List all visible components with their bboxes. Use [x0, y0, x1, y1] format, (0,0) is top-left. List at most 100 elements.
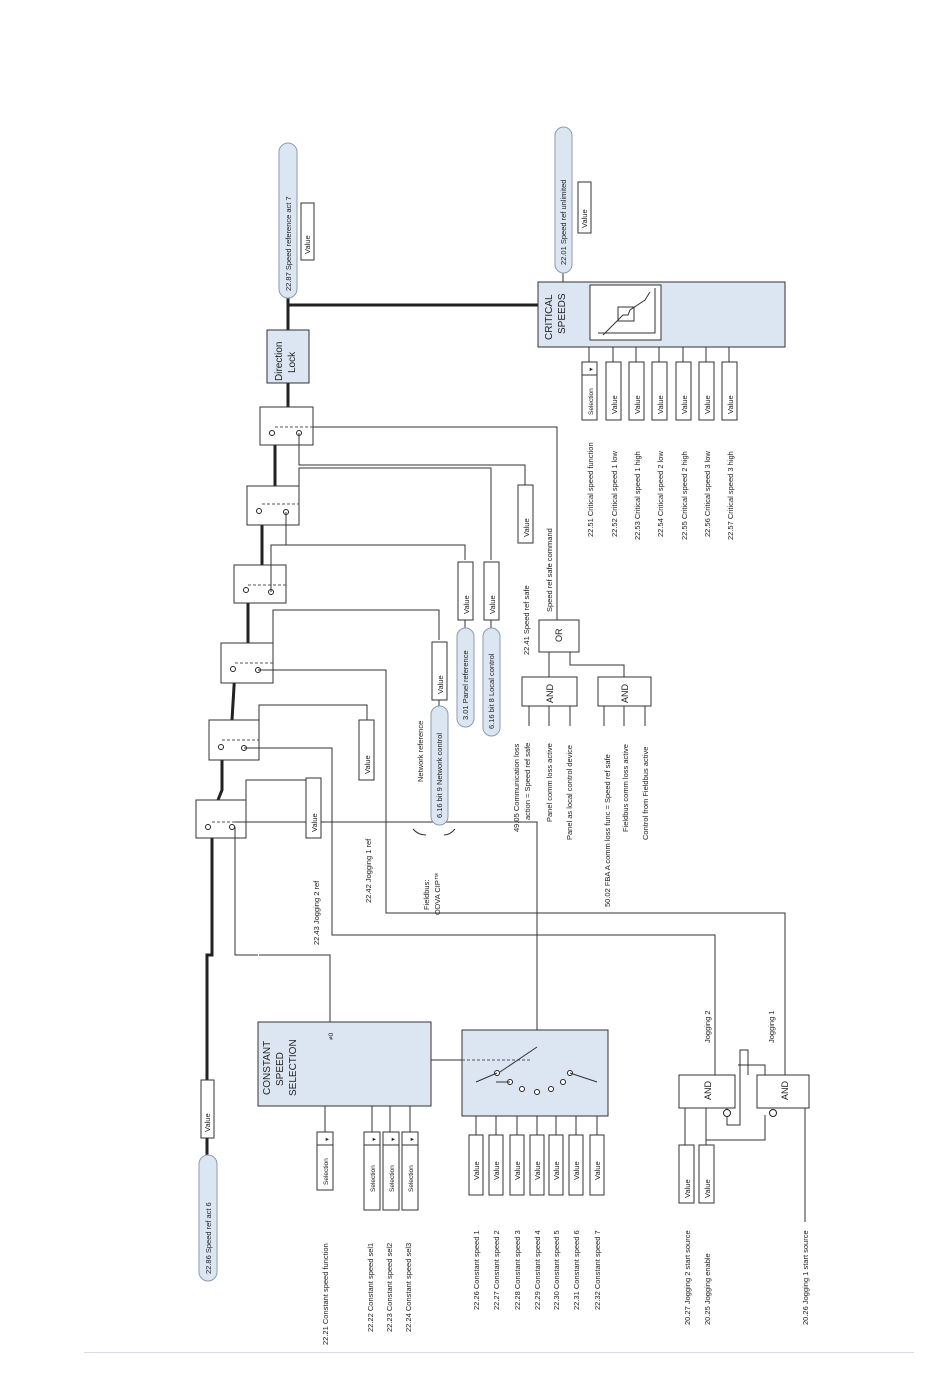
svg-text:22.27 Constant speed 2: 22.27 Constant speed 2 — [492, 1230, 501, 1310]
constant-speed-multiplexer — [461, 1029, 609, 1117]
svg-text:SELECTION: SELECTION — [288, 1039, 299, 1096]
svg-text:Selection: Selection — [370, 1165, 377, 1192]
svg-text:AND: AND — [703, 1080, 713, 1100]
svg-text:OR: OR — [554, 628, 564, 642]
jogging1-label: Jogging 1 — [767, 1010, 776, 1043]
svg-text:Value: Value — [310, 813, 319, 832]
svg-text:22.31 Constant speed 6: 22.31 Constant speed 6 — [572, 1230, 581, 1310]
jogging2-and-gate: AND — [678, 1074, 736, 1117]
odva-label: ODVA CIP™ — [433, 873, 442, 915]
switch-panel — [233, 564, 287, 604]
footer-divider — [84, 1352, 914, 1353]
svg-text:Value: Value — [513, 1161, 522, 1180]
switch-jog1 — [208, 719, 260, 761]
fieldbus-safe-and-gate: AND — [597, 676, 652, 707]
svg-text:AND: AND — [545, 683, 555, 703]
svg-text:Direction: Direction — [274, 342, 285, 381]
jog2-ref-label: 22.43 Jogging 2 ref — [312, 880, 321, 945]
svg-text:SPEED: SPEED — [275, 1052, 286, 1086]
svg-text:22.54 Critical speed 2 low: 22.54 Critical speed 2 low — [656, 451, 665, 537]
svg-text:20.26 Jogging 1 start source: 20.26 Jogging 1 start source — [801, 1230, 810, 1325]
svg-text:3.01 Panel reference: 3.01 Panel reference — [461, 650, 470, 720]
svg-text:▾: ▾ — [371, 1137, 378, 1141]
svg-text:Value: Value — [580, 209, 589, 228]
speed-ref-act6-pill: 22.86 Speed ref act 6 — [198, 1154, 218, 1282]
panel-safe-and-gate: AND — [521, 676, 578, 707]
svg-text:22.86 Speed ref act 6: 22.86 Speed ref act 6 — [204, 1202, 213, 1274]
svg-text:22.22 Constant speed sel1: 22.22 Constant speed sel1 — [366, 1243, 375, 1332]
svg-text:Panel as local control device: Panel as local control device — [565, 745, 574, 840]
svg-text:Value: Value — [462, 595, 471, 614]
svg-text:Value: Value — [683, 1179, 692, 1198]
svg-text:22.26 Constant speed 1: 22.26 Constant speed 1 — [472, 1230, 481, 1310]
svg-text:▾: ▾ — [588, 367, 595, 371]
svg-text:Value: Value — [656, 395, 665, 414]
svg-text:Value: Value — [593, 1161, 602, 1180]
svg-text:20.25 Jogging enable: 20.25 Jogging enable — [703, 1253, 712, 1325]
critical-speed-function-selector[interactable]: ▾ Selection — [581, 361, 598, 421]
svg-text:Value: Value — [610, 395, 619, 414]
speed-reference-act7-value: Value — [300, 202, 315, 261]
speed-ref-act6-value: Value — [200, 1079, 215, 1139]
jog1-ref-value: Value — [358, 719, 375, 781]
svg-text:22.23 Constant speed sel2: 22.23 Constant speed sel2 — [385, 1243, 394, 1332]
speed-ref-unlimited-pill: 22.01 Speed ref unlimited — [554, 126, 573, 274]
speed-ref-safe-label: 22.41 Speed ref safe — [522, 585, 531, 655]
jog2-ref-value: Value — [305, 777, 322, 839]
svg-text:Selection: Selection — [408, 1165, 415, 1192]
jog-enable-value: Value — [698, 1144, 715, 1204]
constant-speed-function-selector[interactable]: ▾ Selection — [316, 1131, 334, 1191]
svg-text:Panel comm loss active: Panel comm loss active — [545, 743, 554, 822]
svg-text:22.53 Critical speed 1 high: 22.53 Critical speed 1 high — [633, 451, 642, 540]
svg-text:Value: Value — [552, 1161, 561, 1180]
svg-text:Value: Value — [633, 395, 642, 414]
critical-speed-graph-icon — [589, 284, 662, 341]
svg-text:Value: Value — [488, 595, 497, 614]
switch-jog2 — [195, 799, 247, 839]
svg-text:▾: ▾ — [324, 1137, 331, 1141]
switch-network — [220, 642, 274, 684]
jog1-ref-label: 22.42 Jogging 1 ref — [364, 838, 373, 903]
svg-text:22.57 Critical speed 3 high: 22.57 Critical speed 3 high — [726, 451, 735, 540]
or-gate: OR — [538, 619, 580, 653]
svg-text:22.56 Critical speed 3 low: 22.56 Critical speed 3 low — [703, 451, 712, 537]
jogging1-and-gate: AND — [756, 1074, 810, 1117]
wiring — [234, 347, 806, 1222]
speed-ref-unlimited-value: Value — [577, 181, 592, 234]
svg-text:22.55 Critical speed 2 high: 22.55 Critical speed 2 high — [680, 451, 689, 540]
safe-command-label: Speed ref safe command — [545, 528, 554, 612]
svg-text:Value: Value — [522, 518, 531, 537]
constant-speed-sel1-selector[interactable]: ▾ Selection — [363, 1131, 381, 1211]
svg-text:Value: Value — [533, 1161, 542, 1180]
svg-text:▾: ▾ — [390, 1137, 397, 1141]
jogging2-label: Jogging 2 — [703, 1010, 712, 1043]
switch-safe — [259, 406, 314, 446]
svg-text:Value: Value — [572, 1161, 581, 1180]
svg-text:22.32 Constant speed 7: 22.32 Constant speed 7 — [593, 1230, 602, 1310]
svg-text:20.27 Jogging 2 start source: 20.27 Jogging 2 start source — [683, 1230, 692, 1325]
svg-text:Value: Value — [472, 1161, 481, 1180]
svg-text:Selection: Selection — [389, 1165, 396, 1192]
svg-text:22.01 Speed ref unlimited: 22.01 Speed ref unlimited — [559, 180, 568, 265]
svg-text:AND: AND — [780, 1080, 790, 1100]
svg-text:6.16 bit 9 Network control: 6.16 bit 9 Network control — [435, 733, 444, 818]
svg-text:22.24 Constant speed sel3: 22.24 Constant speed sel3 — [404, 1243, 413, 1332]
constant-speed-sel3-selector[interactable]: ▾ Selection — [401, 1131, 419, 1211]
svg-text:Value: Value — [303, 235, 312, 254]
network-reference-value: Value — [431, 641, 448, 701]
svg-text:AND: AND — [620, 683, 630, 703]
constant-speed-sel2-selector[interactable]: ▾ Selection — [382, 1131, 400, 1211]
svg-text:CONSTANT: CONSTANT — [262, 1041, 273, 1095]
svg-text:22.28 Constant speed 3: 22.28 Constant speed 3 — [513, 1230, 522, 1310]
safe-ref-condition-labels: 49.05 Communication loss action = Speed … — [512, 743, 650, 907]
critical-speed-values: Value Value Value Value Value Value — [605, 361, 738, 421]
jogging-param-labels: 20.27 Jogging 2 start source 20.25 Joggi… — [683, 1230, 810, 1325]
speed-reference-act7-pill: 22.87 Speed reference act 7 — [278, 142, 298, 299]
svg-text:▾: ▾ — [409, 1137, 416, 1141]
svg-text:Selection: Selection — [588, 388, 595, 415]
svg-text:22.30 Constant speed 5: 22.30 Constant speed 5 — [552, 1230, 561, 1310]
svg-text:Value: Value — [703, 395, 712, 414]
network-reference-label: Network reference — [416, 721, 425, 782]
svg-text:22.52 Critical speed 1 low: 22.52 Critical speed 1 low — [610, 451, 619, 537]
network-control-pill: 6.16 bit 9 Network control — [430, 705, 449, 826]
